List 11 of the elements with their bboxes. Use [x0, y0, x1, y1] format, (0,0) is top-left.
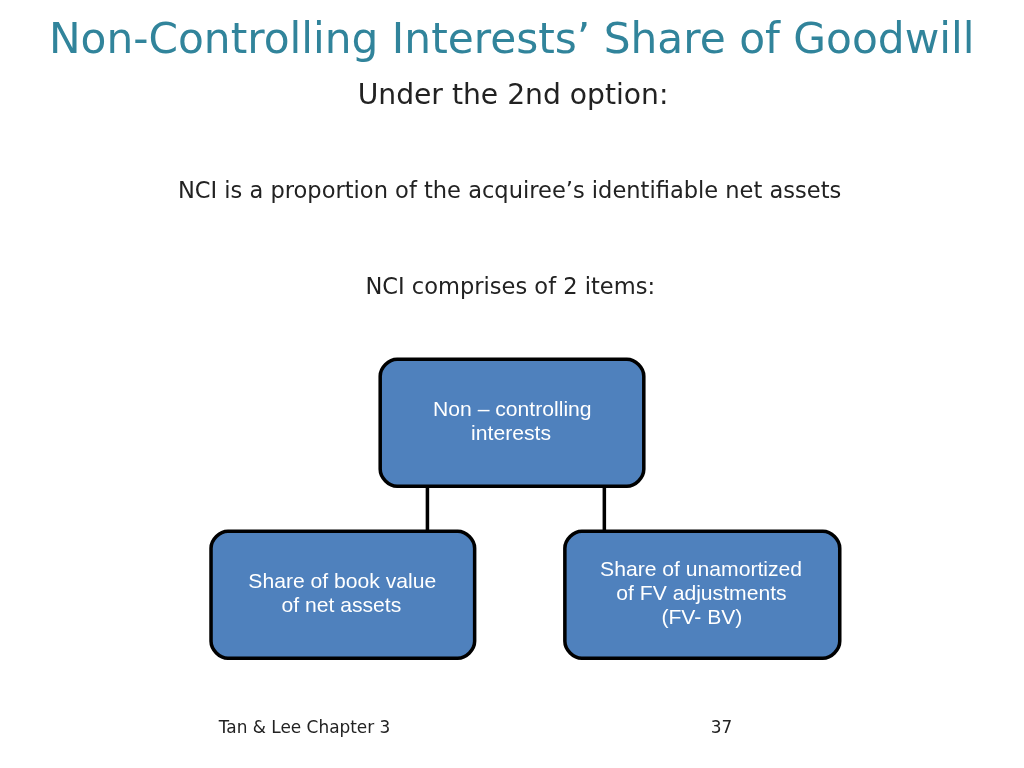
node-box: Non – controlling interests: [378, 357, 646, 488]
label: 37: [710, 717, 733, 738]
connector: [602, 486, 607, 531]
node-box: Share of unamortized of FV adjustments (FV- BV): [563, 529, 842, 660]
label: NCI comprises of 2 items:: [365, 273, 656, 300]
connector: [425, 486, 430, 531]
node-box: Share of book value of net assets: [209, 529, 477, 660]
label: Tan & Lee Chapter 3: [218, 717, 391, 738]
label: NCI is a proportion of the acquiree’s identifiable net assets: [177, 177, 842, 204]
label: Under the 2nd option:: [357, 78, 669, 112]
diagram-title: Non-Controlling Interests’ Share of Goodwill: [48, 14, 975, 64]
